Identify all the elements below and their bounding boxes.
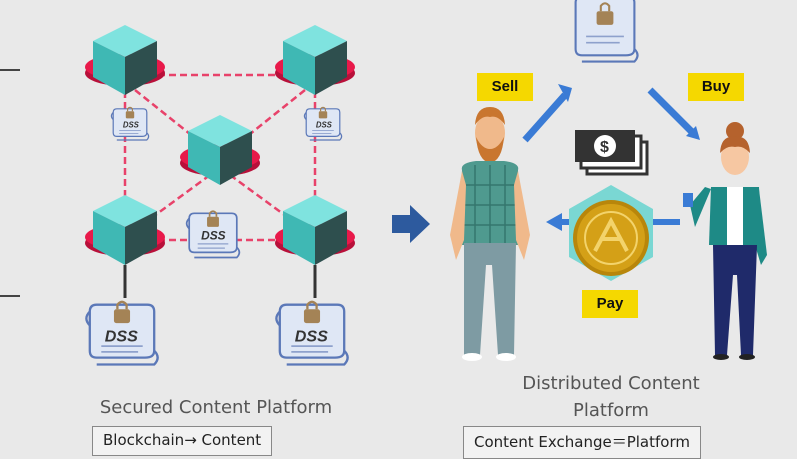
svg-text:DSS: DSS (201, 229, 226, 243)
gold-coin-icon (569, 185, 653, 281)
blockchain-network-illustration: DSS DSS DSS DSS DSS (85, 25, 355, 366)
buyer-person-illustration (683, 122, 767, 360)
distributed-platform-caption-line2: Platform (573, 400, 649, 421)
sell-tag: Sell (477, 73, 533, 101)
pay-tag: Pay (582, 290, 638, 318)
blockchain-node-bottom-left (85, 195, 165, 265)
blockchain-node-bottom-right (275, 195, 355, 265)
right-arrow-icon (392, 205, 430, 243)
svg-text:DSS: DSS (105, 328, 138, 346)
svg-text:DSS: DSS (295, 328, 328, 346)
blockchain-node-center (180, 115, 260, 185)
dss-scroll-center: DSS (185, 210, 241, 259)
svg-text:DSS: DSS (123, 120, 140, 129)
blockchain-node-top-left (85, 25, 165, 95)
blockchain-node-top-right (275, 25, 355, 95)
dss-scroll-small-right: DSS (303, 106, 343, 141)
cash-icon: $ (575, 130, 649, 176)
buy-tag: Buy (688, 73, 744, 101)
distributed-platform-caption-line1: Distributed Content (522, 373, 700, 394)
svg-text:DSS: DSS (316, 120, 333, 129)
left-tick-top (0, 69, 20, 71)
content-exchange-illustration: $ (450, 0, 767, 361)
dss-scroll-large-right: DSS (275, 300, 349, 366)
dss-scroll-small-left: DSS (110, 106, 150, 141)
dss-scroll-large-left: DSS (85, 300, 159, 366)
left-tick-bottom (0, 295, 20, 297)
svg-text:$: $ (600, 139, 609, 156)
secured-platform-caption: Secured Content Platform (99, 397, 333, 418)
seller-person-illustration (450, 107, 530, 361)
content-exchange-box: Content Exchange＝Platform (463, 426, 701, 459)
content-scroll-icon (574, 0, 639, 63)
